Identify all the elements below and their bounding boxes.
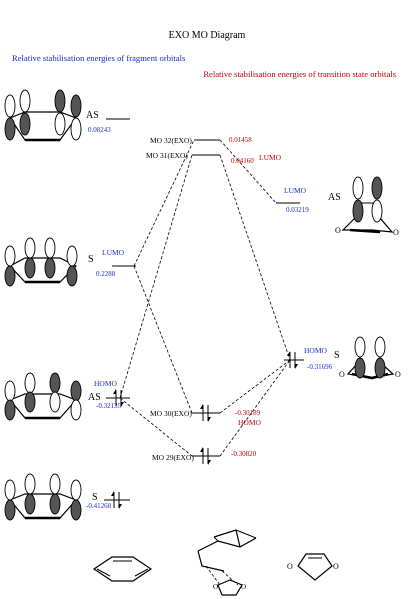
as-homo-level xyxy=(106,389,130,407)
svg-text:O: O xyxy=(333,562,339,571)
s-lumo-tag: LUMO xyxy=(102,248,125,257)
right-lumo-energy: 0.03219 xyxy=(286,206,309,214)
mo30-tag: HOMO xyxy=(238,418,262,427)
mo29-level xyxy=(192,447,220,465)
s-lower-level xyxy=(104,491,130,509)
mo32-label: MO 32(EXO) xyxy=(150,136,192,145)
orbital-s-lumo xyxy=(4,237,78,287)
s-lumo-symmetry: S xyxy=(88,254,94,265)
s-lower-energy: -0.41268 xyxy=(86,502,112,510)
svg-text:O: O xyxy=(213,583,218,591)
orbital-s-lower xyxy=(4,473,82,521)
transition-state-structure: O O xyxy=(197,529,257,596)
mo30-level xyxy=(192,404,220,422)
s-lower-symmetry: S xyxy=(92,492,98,503)
orbital-as-homo xyxy=(4,372,82,421)
fragment-legend: Relative stabilisation energies of fragm… xyxy=(12,53,186,63)
benzene-structure xyxy=(92,556,153,582)
svg-text:O: O xyxy=(241,583,246,591)
mo31-label: MO 31(EXO) xyxy=(146,151,188,160)
mo32-energy: 0.01458 xyxy=(229,136,252,144)
svg-text:O: O xyxy=(339,370,345,379)
as-homo-energy: -0.32135 xyxy=(96,402,122,410)
dioxole-structure: O O xyxy=(287,553,339,581)
mo30-label: MO 30(EXO) xyxy=(150,409,192,418)
svg-text:O: O xyxy=(287,562,293,571)
right-homo-symmetry: S xyxy=(334,350,340,361)
mo29-label: MO 29(EXO) xyxy=(152,453,194,462)
as-upper-symmetry: AS xyxy=(86,110,99,121)
svg-text:O: O xyxy=(393,228,399,237)
orbital-as-upper xyxy=(4,89,82,142)
right-lumo-tag: LUMO xyxy=(284,186,307,195)
svg-text:O: O xyxy=(395,370,401,379)
mo29-energy: -0.30820 xyxy=(231,450,257,458)
right-homo-tag: HOMO xyxy=(304,346,328,355)
as-homo-tag: HOMO xyxy=(94,379,118,388)
orbital-dioxole-homo: O O xyxy=(339,336,401,380)
svg-text:O: O xyxy=(335,226,341,235)
right-lumo-symmetry: AS xyxy=(328,192,341,203)
right-homo-energy: -0.31696 xyxy=(307,363,333,371)
diagram-title: EXO MO Diagram xyxy=(169,30,246,41)
as-homo-symmetry: AS xyxy=(88,392,101,403)
correlation-lines xyxy=(119,139,291,457)
mo30-energy: -0.30189 xyxy=(235,409,261,417)
ts-legend: Relative stabilisation energies of trans… xyxy=(203,69,396,79)
mo31-energy: 0.04160 xyxy=(231,157,254,165)
mo31-tag: LUMO xyxy=(259,153,282,162)
as-upper-energy: 0.08243 xyxy=(88,126,111,134)
s-lumo-energy: 0.2288 xyxy=(96,270,116,278)
orbital-dioxole-lumo: O O xyxy=(335,176,399,237)
right-homo-level xyxy=(284,351,304,369)
